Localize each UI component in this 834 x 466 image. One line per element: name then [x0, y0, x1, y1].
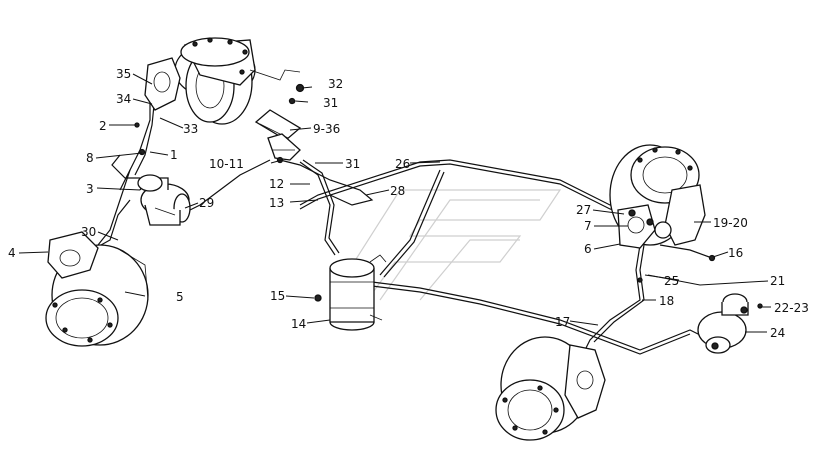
label-3: 3 — [86, 182, 94, 196]
left-booster — [137, 174, 191, 226]
label-29: 29 — [199, 196, 214, 210]
rear-left-hub — [45, 231, 149, 347]
label-5: 5 — [176, 290, 184, 304]
front-left-hub — [144, 37, 301, 125]
label-25: 25 — [664, 274, 679, 288]
label-31-top: 31 — [323, 96, 338, 110]
label-13: 13 — [269, 196, 284, 210]
label-6: 6 — [584, 242, 592, 256]
label-18: 18 — [659, 294, 674, 308]
label-10-11: 10-11 — [209, 157, 244, 171]
fittings — [134, 83, 763, 309]
label-35: 35 — [116, 67, 131, 81]
part-labels: 35 34 33 32 31 2 9-36 8 1 10-11 31 26 12… — [8, 67, 809, 340]
label-22-23: 22-23 — [774, 301, 809, 315]
label-7: 7 — [584, 219, 592, 233]
watermark-logo — [329, 189, 562, 311]
label-24: 24 — [770, 326, 785, 340]
label-30: 30 — [81, 225, 96, 239]
brake-pedal — [254, 109, 302, 161]
label-12: 12 — [269, 177, 284, 191]
label-14: 14 — [291, 317, 306, 331]
brake-pipelines — [91, 94, 713, 361]
label-32: 32 — [328, 77, 343, 91]
label-19-20: 19-20 — [713, 216, 748, 230]
label-26: 26 — [395, 157, 410, 171]
label-31-mid: 31 — [345, 157, 360, 171]
label-34: 34 — [116, 92, 131, 106]
rear-right-hub — [495, 336, 606, 441]
label-4: 4 — [8, 246, 16, 260]
right-booster — [697, 293, 749, 354]
label-33: 33 — [183, 122, 198, 136]
label-1: 1 — [170, 148, 178, 162]
label-16: 16 — [728, 246, 743, 260]
label-27: 27 — [576, 203, 591, 217]
right-axle-hub — [609, 144, 706, 249]
label-28: 28 — [390, 184, 405, 198]
label-21: 21 — [770, 274, 785, 288]
label-2: 2 — [99, 119, 107, 133]
label-17: 17 — [555, 315, 570, 329]
label-8: 8 — [86, 151, 94, 165]
air-tank — [329, 254, 387, 331]
label-15: 15 — [270, 289, 285, 303]
label-9-36: 9-36 — [313, 122, 340, 136]
leader-lines — [18, 73, 771, 333]
